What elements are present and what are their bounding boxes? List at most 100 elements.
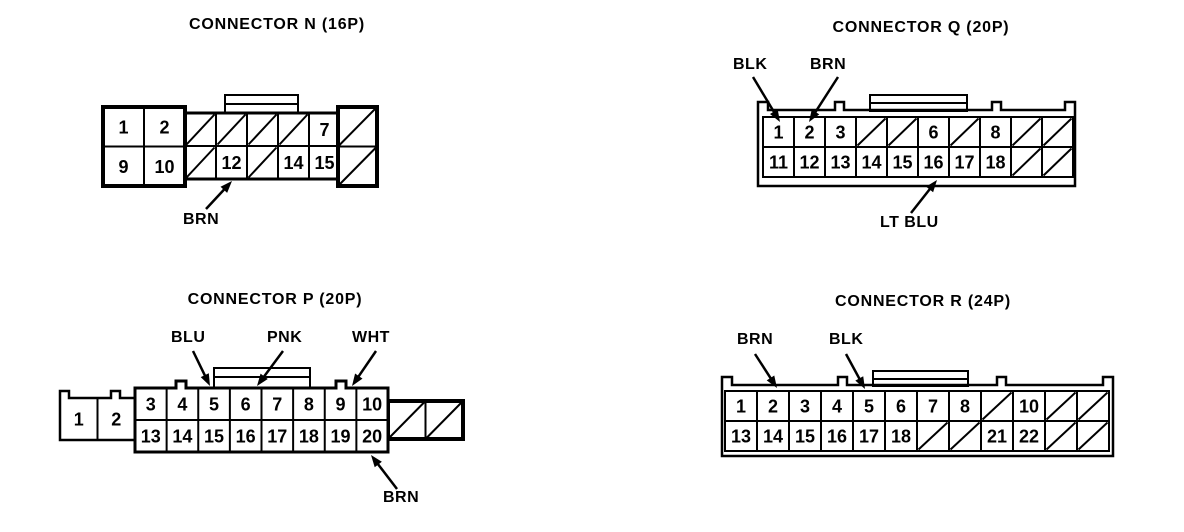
pin-number: 18	[891, 427, 911, 447]
pin-number: 8	[304, 395, 314, 415]
hatch-line	[338, 147, 377, 186]
pin-number: 2	[804, 123, 814, 143]
pin-number: 15	[204, 427, 224, 447]
pin-number: 7	[319, 120, 329, 140]
pin-number: 21	[987, 427, 1007, 447]
pin-number: 7	[928, 397, 938, 417]
connector-q-title: CONNECTOR Q (20P)	[832, 19, 1010, 36]
pin-number: 7	[272, 395, 282, 415]
pin-number: 10	[362, 395, 382, 415]
hatch-line	[1042, 117, 1073, 147]
wire-color-label-lt-blu: LT BLU	[880, 214, 939, 231]
pin-number: 14	[861, 153, 881, 173]
hatch-line	[1077, 391, 1109, 421]
hatch-line	[949, 117, 980, 147]
pin-number: 18	[985, 153, 1005, 173]
pin-number: 14	[172, 427, 192, 447]
hatch-line	[856, 117, 887, 147]
pin-number: 3	[835, 123, 845, 143]
pointer-line	[260, 350, 285, 381]
pin-number: 10	[154, 157, 174, 177]
hatch-line	[426, 401, 463, 439]
pin-number: 18	[299, 427, 319, 447]
pin-number: 5	[209, 395, 219, 415]
pointer-arrowhead	[200, 373, 210, 386]
pin-number: 12	[221, 153, 241, 173]
pin-number: 9	[118, 157, 128, 177]
pointer-arrowhead	[926, 180, 937, 193]
pin-number: 1	[118, 117, 128, 137]
pin-number: 13	[731, 427, 751, 447]
pin-number: 6	[896, 397, 906, 417]
pointer-arrowhead	[371, 455, 382, 468]
wire-color-label-blu: BLU	[171, 329, 206, 346]
pointer-arrowhead	[220, 181, 232, 193]
pin-number: 12	[799, 153, 819, 173]
pointer-arrowhead	[855, 376, 865, 389]
pin-number: 17	[859, 427, 879, 447]
hatch-line	[338, 107, 377, 146]
hatch-line	[981, 391, 1013, 421]
wire-color-label-blk: BLK	[733, 56, 768, 73]
pin-number: 2	[111, 410, 121, 430]
pointer-arrowhead	[352, 373, 363, 386]
pin-number: 5	[864, 397, 874, 417]
pointer-line	[355, 350, 378, 381]
pin-number: 3	[800, 397, 810, 417]
pin-number: 1	[773, 123, 783, 143]
pin-number: 6	[241, 395, 251, 415]
wire-color-label-pnk: PNK	[267, 329, 303, 346]
wire-color-label-brn: BRN	[183, 211, 220, 228]
pointer-line	[374, 460, 398, 490]
pin-number: 8	[960, 397, 970, 417]
hatch-line	[1045, 421, 1077, 451]
pin-number: 16	[923, 153, 943, 173]
pin-number: 8	[990, 123, 1000, 143]
pointer-line	[191, 350, 208, 380]
wire-color-label-brn: BRN	[737, 331, 774, 348]
connector-n-title: CONNECTOR N (16P)	[189, 16, 365, 33]
hatch-line	[1042, 147, 1073, 177]
pin-number: 16	[236, 427, 256, 447]
pin-number: 10	[1019, 397, 1039, 417]
wire-color-label-brn: BRN	[810, 56, 847, 73]
hatch-line	[185, 146, 216, 179]
pin-number: 15	[892, 153, 912, 173]
pointer-line	[753, 353, 774, 382]
pin-number: 13	[830, 153, 850, 173]
hatch-line	[278, 113, 309, 146]
pointer-line	[910, 185, 934, 214]
pointer-arrowhead	[766, 375, 777, 388]
pin-number: 4	[832, 397, 842, 417]
hatch-line	[1077, 421, 1109, 451]
pointer-line	[812, 76, 840, 116]
connector-p-title: CONNECTOR P (20P)	[187, 291, 363, 308]
hatch-line	[185, 113, 216, 146]
pin-number: 15	[314, 153, 334, 173]
pointer-arrowhead	[769, 109, 780, 122]
pointer-line	[751, 76, 777, 116]
pin-number: 17	[954, 153, 974, 173]
pin-number: 9	[336, 395, 346, 415]
pointer-arrowhead	[809, 109, 820, 122]
hatch-line	[247, 113, 278, 146]
pin-number: 13	[141, 427, 161, 447]
hatch-line	[1011, 147, 1042, 177]
pin-number: 15	[795, 427, 815, 447]
pin-number: 20	[362, 427, 382, 447]
hatch-line	[917, 421, 949, 451]
pin-number: 16	[827, 427, 847, 447]
pointer-line	[844, 353, 863, 383]
pin-number: 19	[331, 427, 351, 447]
hatch-line	[1011, 117, 1042, 147]
connector-r-title: CONNECTOR R (24P)	[835, 293, 1011, 310]
hatch-line	[247, 146, 278, 179]
hatch-line	[1045, 391, 1077, 421]
hatch-line	[949, 421, 981, 451]
hatch-line	[887, 117, 918, 147]
